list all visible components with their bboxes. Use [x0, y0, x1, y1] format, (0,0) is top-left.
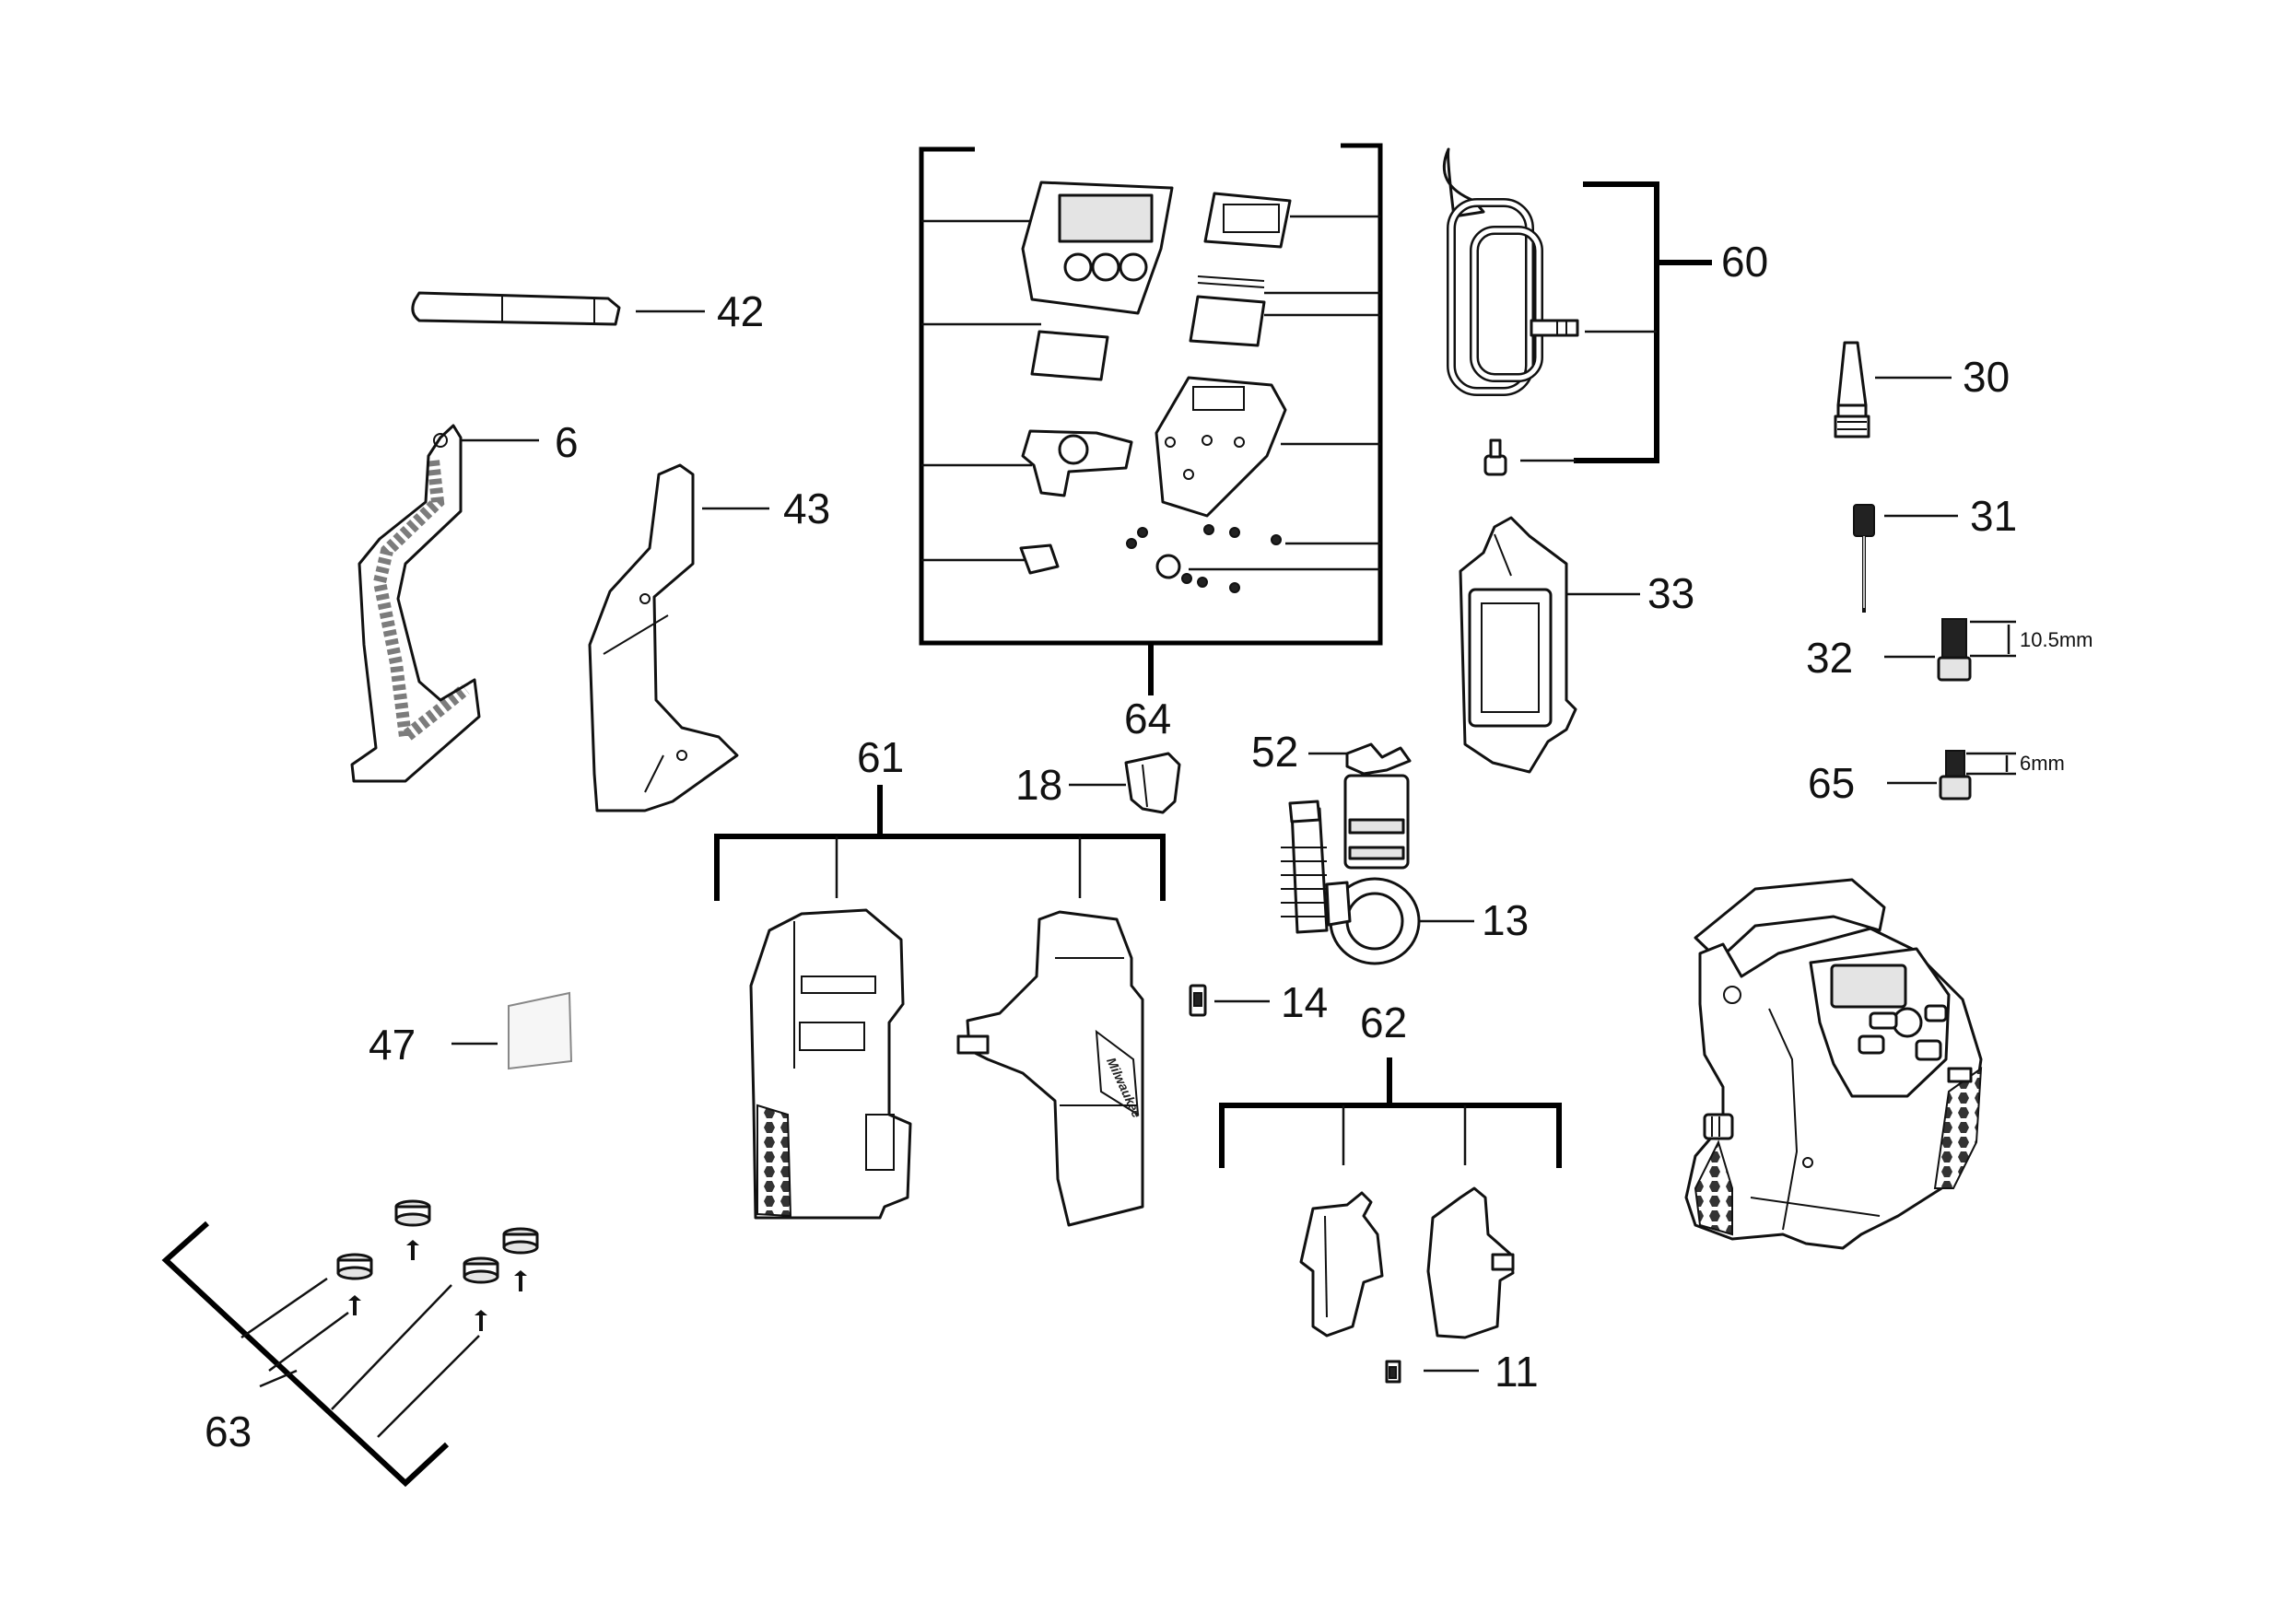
- callout-14: 14: [1281, 978, 1328, 1026]
- part-13-motor-pump-assembly: [1281, 742, 1474, 965]
- part-30-nozzle: [1834, 341, 1952, 438]
- part-14-small-plate: [1189, 984, 1270, 1017]
- callout-33: 33: [1647, 569, 1694, 617]
- foot-1: [394, 1199, 431, 1260]
- part-61-housing-halves: Milwaukee: [714, 785, 1166, 1227]
- callout-64: 64: [1124, 695, 1171, 742]
- callout-52: 52: [1251, 728, 1298, 776]
- callout-61: 61: [857, 733, 904, 781]
- callout-31: 31: [1970, 492, 2017, 540]
- callout-6: 6: [555, 418, 579, 466]
- part-18-clip: [1069, 752, 1181, 814]
- part-65-adapter: 6mm: [1887, 750, 2065, 800]
- callout-43: 43: [783, 485, 830, 532]
- dimension-32: 10.5mm: [2020, 628, 2093, 651]
- callout-18: 18: [1015, 761, 1062, 809]
- callout-42: 42: [717, 287, 764, 335]
- part-42-handle-bar: [411, 291, 705, 326]
- callout-11: 11: [1495, 1348, 1539, 1396]
- part-33-hose-holder: [1459, 516, 1640, 774]
- callout-32: 32: [1806, 634, 1853, 682]
- part-31-ball-needle: [1853, 504, 1958, 613]
- callout-13: 13: [1482, 896, 1529, 944]
- part-32-adapter: 10.5mm: [1884, 618, 2093, 682]
- foot-4: [463, 1256, 499, 1331]
- callout-60: 60: [1721, 238, 1768, 286]
- part-60-hose-assembly: [1443, 147, 1712, 476]
- callout-65: 65: [1808, 759, 1855, 807]
- part-63-feet-kit: [161, 1199, 539, 1488]
- part-47-label: [451, 991, 573, 1070]
- dimension-65: 6mm: [2020, 752, 2065, 775]
- assembled-inflator: [1684, 878, 1983, 1250]
- part-43-right-frame: [588, 463, 769, 812]
- callout-47: 47: [369, 1021, 416, 1069]
- part-11-contact: [1385, 1360, 1479, 1384]
- part-64-control-panel-kit: [919, 143, 1383, 695]
- part-62-latch-halves: [1219, 1057, 1562, 1339]
- callout-62: 62: [1360, 999, 1407, 1046]
- part-6-left-frame: [350, 424, 539, 783]
- callout-63: 63: [205, 1408, 252, 1455]
- callout-30: 30: [1963, 353, 2010, 401]
- foot-3: [336, 1253, 373, 1315]
- foot-2: [502, 1227, 539, 1291]
